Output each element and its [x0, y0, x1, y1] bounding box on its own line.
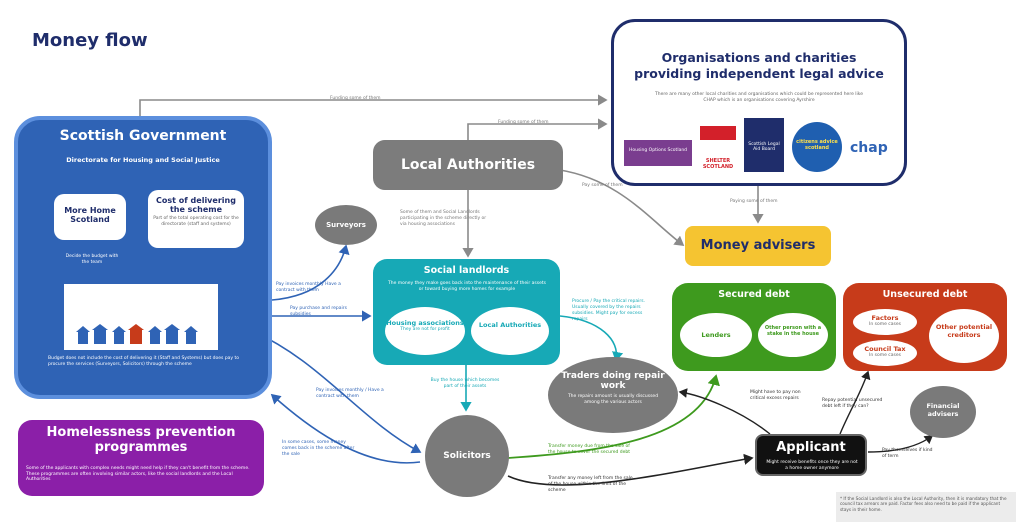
unsecured-debt-title: Unsecured debt: [882, 289, 968, 300]
label-pay-invoices-contract: Pay invoices monthly Have a contract wit…: [276, 282, 341, 293]
homelessness-title: Homelessness prevention programmes: [46, 425, 236, 455]
solicitors-circle: Solicitors: [425, 415, 509, 497]
council-tax-note: In some cases: [869, 353, 901, 358]
cost-delivering-box: Cost of delivering the scheme Part of th…: [148, 190, 244, 248]
factors-note: In some cases: [869, 322, 901, 327]
cost-delivering-title: Cost of delivering the scheme: [156, 196, 236, 214]
label-pay-themselves: Pay themselves if kind of term: [882, 448, 933, 459]
logo-housing-options: Housing Options Scotland: [624, 140, 692, 166]
social-local-authorities-label: Local Authorities: [478, 321, 542, 329]
more-homes-box: More Home Scotland: [54, 194, 126, 240]
money-advisers-box: Money advisers: [685, 226, 831, 266]
organisations-box: Organisations and charities providing in…: [611, 19, 907, 186]
logo-citizens-advice: citizens advice scotland: [792, 122, 842, 172]
logo-housing-options-label: Housing Options Scotland: [628, 148, 688, 153]
other-creditors-label: Other potential creditors: [935, 323, 993, 339]
page-title: Money flow: [32, 30, 148, 51]
label-transfer-due: Transfer money due from the sale of the …: [548, 444, 631, 455]
organisations-note: There are many other local charities and…: [654, 92, 863, 103]
more-homes-label: More Home Scotland: [64, 206, 116, 224]
lenders-ellipse: Lenders: [680, 313, 752, 357]
council-tax-label: Council Tax: [864, 345, 906, 353]
factors-ellipse: Factors In some cases: [853, 309, 917, 335]
local-authorities-box: Local Authorities: [373, 140, 563, 190]
label-pay-purchase: Pay purchase and repairs subsidies: [290, 306, 347, 317]
other-creditors-ellipse: Other potential creditors: [929, 309, 999, 363]
decide-budget-note: Decide the budget with the team: [65, 254, 119, 265]
housing-associations-label: Housing associations: [386, 319, 464, 327]
local-authorities-note: Some of them and Social Landlords partic…: [400, 210, 487, 227]
logo-shelter: SHELTER SCOTLAND: [700, 126, 736, 170]
traders-title: Traders doing repair work: [561, 371, 665, 391]
secured-debt-title: Secured debt: [718, 289, 790, 300]
label-might-pay-excess: Might have to pay non critical excess re…: [750, 390, 801, 401]
housing-associations-ellipse: Housing associations They are not for pr…: [385, 307, 465, 355]
organisations-title: Organisations and charities providing in…: [614, 50, 904, 83]
scottish-government-box: Scottish Government Directorate for Hous…: [14, 116, 272, 399]
budget-area: [64, 284, 218, 350]
label-pay-invoices-solicitors: Pay invoices monthly / Have a contract w…: [316, 388, 384, 399]
social-local-authorities-ellipse: Local Authorities: [471, 307, 549, 355]
lenders-label: Lenders: [701, 331, 731, 339]
label-transfer-left: Transfer any money left from the sale of…: [548, 476, 633, 493]
homelessness-box: Homelessness prevention programmes Some …: [18, 420, 264, 496]
other-person-label: Other person with a stake in the house: [764, 325, 822, 337]
logo-slab-label: Scottish Legal Aid Board: [748, 142, 780, 152]
label-paying-some: Paying some of them: [730, 199, 778, 204]
applicant-box: Applicant Might receive benefits once th…: [755, 434, 867, 476]
traders-note: The repairs amount is usually discussed …: [567, 394, 659, 405]
surveyors-circle: Surveyors: [315, 205, 377, 245]
houses-illustration: [76, 324, 198, 344]
logo-shelter-label: SHELTER SCOTLAND: [702, 158, 734, 170]
footnote: * If the Social Landlord is also the Loc…: [836, 492, 1016, 522]
council-tax-ellipse: Council Tax In some cases: [853, 340, 917, 366]
label-repay-unsecured: Repay potential unsecured debt left if t…: [822, 398, 883, 409]
scottish-government-title: Scottish Government: [59, 128, 227, 144]
social-landlords-box: Social landlords The money they make goe…: [373, 259, 560, 365]
traders-circle: Traders doing repair work The repairs am…: [548, 357, 678, 433]
logo-slab: Scottish Legal Aid Board: [744, 118, 784, 172]
organisations-title-line1: Organisations and charities: [661, 50, 857, 65]
label-procure: Procure / Pay the critical repairs. Usua…: [572, 299, 646, 322]
unsecured-debt-box: Unsecured debt Factors In some cases Cou…: [843, 283, 1007, 371]
label-some-money-back: In some cases, some money comes back in …: [282, 440, 355, 457]
social-landlords-note: The money they make goes back into the m…: [388, 281, 546, 292]
financial-advisers-circle: Financial advisers: [910, 386, 976, 438]
other-person-ellipse: Other person with a stake in the house: [758, 313, 828, 357]
applicant-note: Might receive benefits once they are not…: [766, 460, 858, 471]
applicant-title: Applicant: [776, 440, 846, 455]
housing-associations-note: They are not for profit: [400, 327, 450, 332]
label-pay-some: Pay some of them: [582, 183, 623, 188]
budget-note: Budget does not include the cost of deli…: [48, 356, 240, 367]
social-landlords-title: Social landlords: [423, 265, 510, 276]
label-funding-la: Funding some of them: [498, 120, 549, 125]
cost-delivering-note: Part of the total operating cost for the…: [153, 216, 239, 227]
homelessness-note: Some of the applicants with complex need…: [26, 466, 250, 483]
logo-citizens-advice-label: citizens advice scotland: [796, 139, 838, 151]
secured-debt-box: Secured debt Lenders Other person with a…: [672, 283, 836, 371]
label-buy-house: Buy the house which becomes part of thei…: [430, 378, 500, 389]
logo-chap-label: chap: [850, 140, 888, 156]
directorate-title: Directorate for Housing and Social Justi…: [66, 156, 220, 164]
organisations-title-line2: providing independent legal advice: [634, 66, 884, 82]
factors-label: Factors: [871, 314, 899, 322]
label-funding-top: Funding some of them: [330, 96, 381, 101]
logo-chap: chap: [850, 140, 888, 156]
